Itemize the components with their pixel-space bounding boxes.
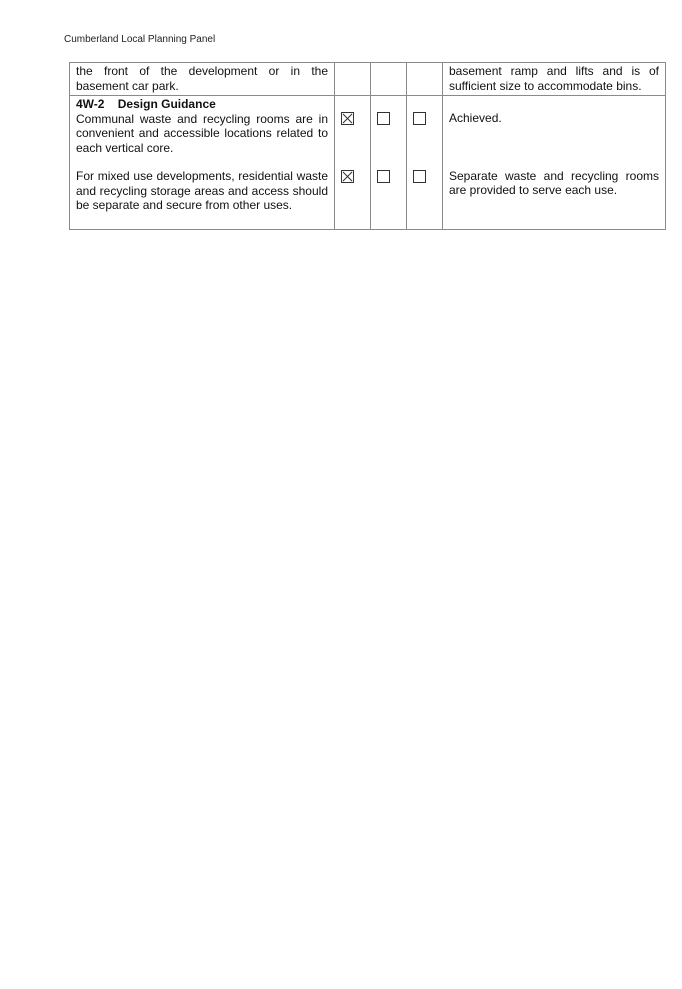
na-cell	[406, 62, 443, 96]
table-row: the front of the development or in the b…	[69, 62, 666, 96]
section-heading: 4W-2 Design Guidance	[76, 97, 216, 111]
comment-text: Achieved.	[449, 111, 502, 125]
checked-checkbox-icon[interactable]	[341, 170, 354, 183]
checkbox-icon[interactable]	[377, 112, 390, 125]
checkbox-icon[interactable]	[377, 170, 390, 183]
comment-text: Separate waste and recycling rooms are p…	[449, 168, 659, 198]
na-cell	[406, 95, 443, 230]
yes-cell	[334, 62, 371, 96]
table-row: 4W-2 Design Guidance Communal waste and …	[69, 95, 666, 230]
no-cell	[370, 95, 407, 230]
page-header: Cumberland Local Planning Panel	[64, 34, 216, 45]
comment-cell: basement ramp and lifts and is of suffic…	[442, 62, 666, 96]
no-cell	[370, 62, 407, 96]
yes-cell	[334, 95, 371, 230]
criteria-cell: 4W-2 Design Guidance Communal waste and …	[69, 95, 335, 230]
compliance-table: the front of the development or in the b…	[69, 62, 666, 230]
checkbox-icon[interactable]	[413, 170, 426, 183]
comment-cell: Achieved. Separate waste and recycling r…	[442, 95, 666, 230]
criteria-text: Communal waste and recycling rooms are i…	[76, 111, 328, 155]
checked-checkbox-icon[interactable]	[341, 112, 354, 125]
checkbox-icon[interactable]	[413, 112, 426, 125]
criteria-cell: the front of the development or in the b…	[69, 62, 335, 96]
criteria-text: For mixed use developments, residential …	[76, 169, 328, 212]
